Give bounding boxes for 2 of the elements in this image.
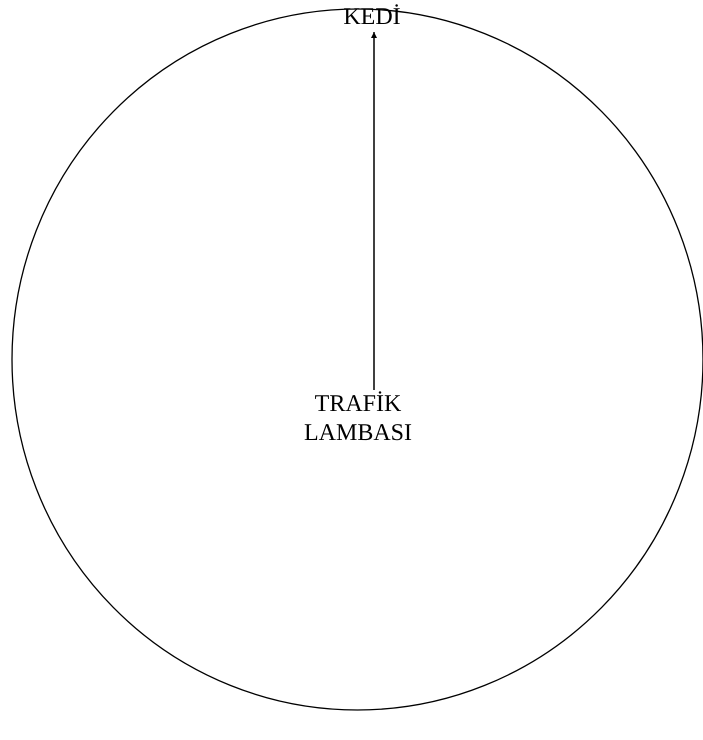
node-label: TRAFİK LAMBASI (268, 390, 448, 448)
arrow (371, 32, 377, 390)
